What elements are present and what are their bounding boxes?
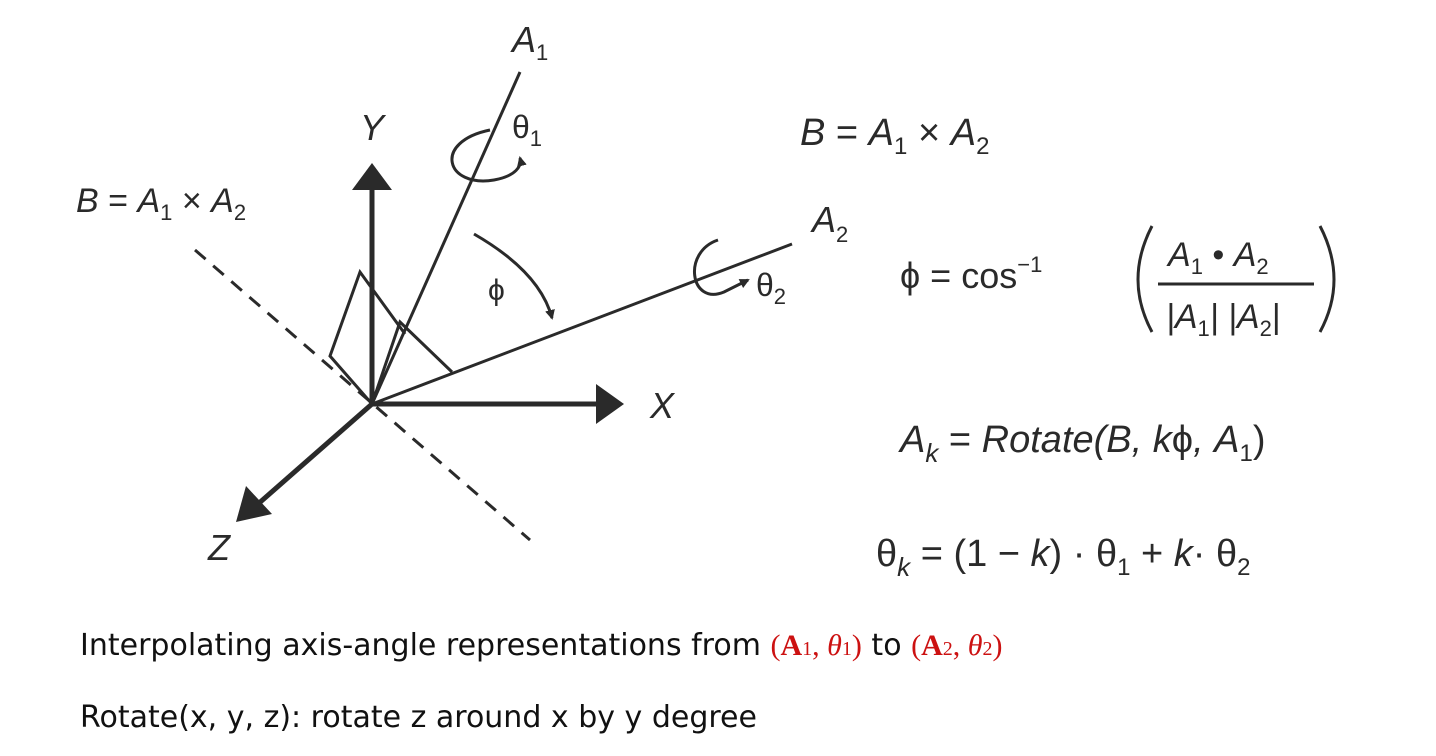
x-axis-arrowhead	[596, 384, 624, 424]
theta1-rotation-icon	[450, 128, 527, 183]
left-cross-product-label: B = A1 × A2	[76, 182, 246, 225]
z-axis-arrowhead	[236, 486, 272, 522]
x-axis-label: X	[649, 385, 676, 426]
a2-axis-label: A2	[810, 199, 848, 247]
to-tuple: (A2, θ2)	[911, 629, 1003, 662]
left-parenthesis	[1136, 225, 1154, 333]
phi-definition-formula: ϕ = cos−1 A1 • A2 |A1| |A2|	[900, 225, 1336, 341]
svg-text:A1 • A2: A1 • A2	[1166, 236, 1269, 279]
a1-axis-line	[370, 71, 522, 405]
y-axis-label: Y	[360, 107, 387, 148]
from-tuple: (A1, θ1)	[770, 629, 862, 662]
a2-axis-line	[371, 242, 793, 406]
phi-angle-arc	[473, 232, 555, 320]
theta1-label: θ1	[512, 109, 542, 151]
right-parenthesis	[1318, 225, 1336, 333]
ak-rotate-formula: Ak = Rotate(B, kϕ, A1)	[898, 419, 1266, 468]
z-axis-label: Z	[207, 527, 231, 568]
z-axis-line	[256, 402, 374, 506]
phi-label: ϕ	[488, 274, 505, 307]
theta2-label: θ2	[756, 267, 786, 309]
cross-product-formula: B = A1 × A2	[800, 112, 989, 160]
orientation-shape-2	[370, 319, 454, 405]
theta2-rotation-icon	[693, 238, 750, 296]
svg-text:|A1| |A2|: |A1| |A2|	[1166, 298, 1281, 341]
orientation-shape-1	[328, 268, 407, 405]
y-axis-arrowhead	[352, 163, 392, 190]
a1-axis-label: A1	[510, 19, 548, 65]
svg-text:ϕ = cos−1: ϕ = cos−1	[900, 252, 1042, 296]
thetak-formula: θk = (1 − k) · θ1 + k· θ2	[876, 533, 1251, 582]
rotate-definition-caption: Rotate(x, y, z): rotate z around x by y …	[80, 700, 757, 735]
interpolation-caption: Interpolating axis-angle representations…	[80, 628, 1003, 663]
